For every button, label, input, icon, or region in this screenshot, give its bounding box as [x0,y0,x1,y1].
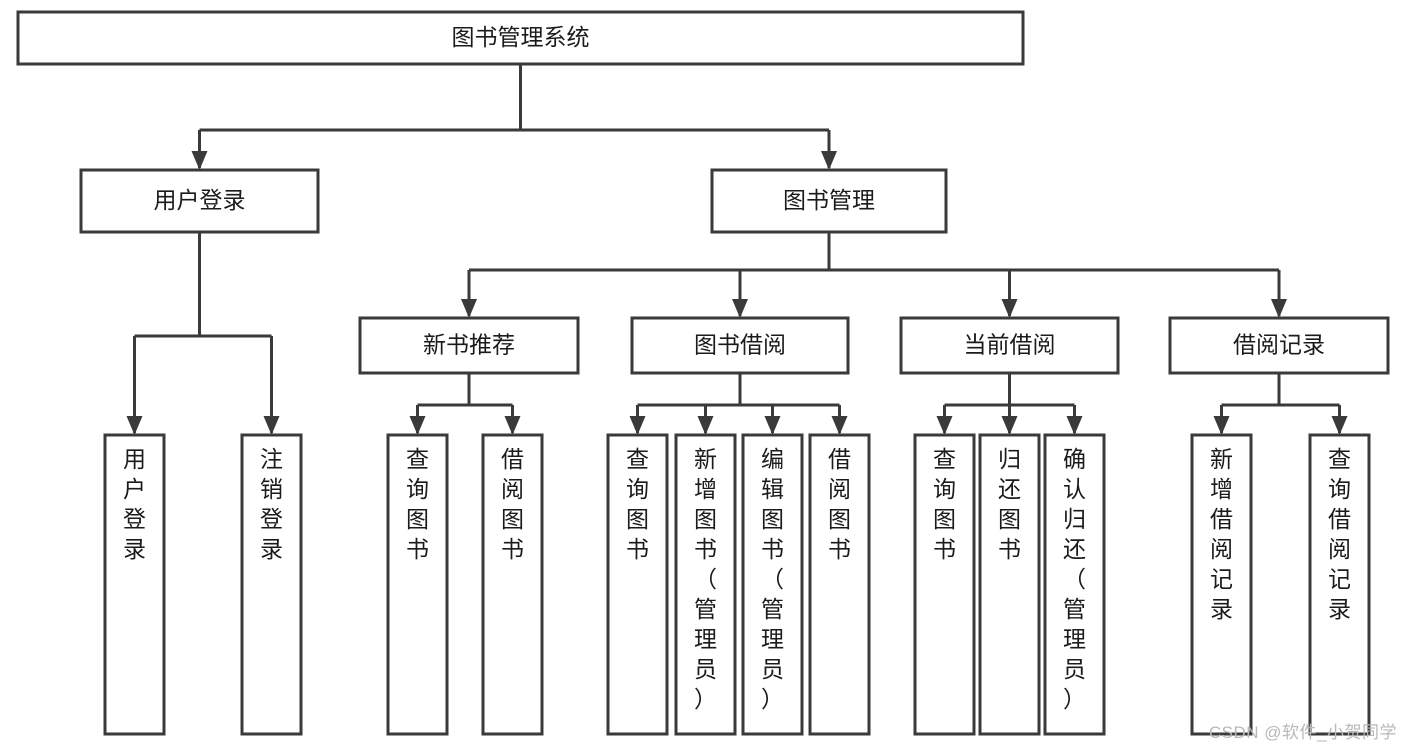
node-box [808,433,871,736]
node-add-borrow-record[interactable]: 新增借阅记录 [1190,433,1253,736]
arrow-head-icon [461,299,477,318]
node-box [1168,316,1390,375]
node-label: 查询图书 [406,446,429,562]
node-label: 新增图书（管理员） [694,446,717,712]
node-label: 图书管理 [783,187,875,213]
arrow-head-icon [191,151,208,170]
csdn-watermark: CSDN @软件_小贺同学 [1208,723,1397,742]
node-label: 查询借阅记录 [1328,446,1351,622]
node-box [1043,433,1106,736]
arrow-head-icon [1271,299,1287,318]
arrow-head-icon [831,416,848,435]
arrow-head-icon [1001,416,1018,435]
arrow-head-icon [126,416,143,435]
node-label: 新书推荐 [423,332,515,358]
node-book-borrow[interactable]: 图书借阅 [630,316,850,375]
node-label: 查询图书 [626,446,649,562]
arrow-head-icon [1066,416,1083,435]
node-confirm-return-admin[interactable]: 确认归还（管理员） [1043,433,1106,736]
node-label: 注销登录 [260,446,283,562]
node-box [710,168,948,234]
arrow-head-icon [732,299,748,318]
node-box [79,168,320,234]
node-box [674,433,737,736]
node-label: 用户登录 [154,187,246,213]
node-box [481,433,544,736]
nodes-layer: 图书管理系统用户登录用户登录注销登录图书管理新书推荐查询图书借阅图书图书借阅查询… [16,10,1390,736]
node-edit-book-admin[interactable]: 编辑图书（管理员） [741,433,804,736]
node-box [240,433,303,736]
node-user-login[interactable]: 用户登录 [79,168,320,234]
node-borrow-record[interactable]: 借阅记录 [1168,316,1390,375]
node-box [16,10,1025,66]
node-current-borrow[interactable]: 当前借阅 [899,316,1120,375]
node-label: 确认归还（管理员） [1063,446,1086,712]
node-label: 借阅记录 [1233,332,1325,358]
arrow-head-icon [697,416,714,435]
node-box [1308,433,1371,736]
node-query-book-3[interactable]: 查询图书 [913,433,976,736]
arrow-head-icon [504,416,521,435]
node-label: 图书借阅 [694,332,786,358]
arrow-head-icon [263,416,280,435]
node-box [899,316,1120,375]
arrow-head-icon [764,416,781,435]
node-add-book-admin[interactable]: 新增图书（管理员） [674,433,737,736]
node-query-book-1[interactable]: 查询图书 [386,433,449,736]
node-label: 归还图书 [998,446,1021,562]
node-box [606,433,669,736]
arrow-head-icon [1213,416,1230,435]
node-box [386,433,449,736]
node-label: 编辑图书（管理员） [761,446,784,712]
arrow-head-icon [1331,416,1348,435]
node-user-login-do[interactable]: 用户登录 [103,433,166,736]
node-return-book[interactable]: 归还图书 [978,433,1041,736]
arrow-head-icon [936,416,953,435]
arrow-head-icon [409,416,426,435]
node-label: 新增借阅记录 [1210,446,1233,622]
arrow-head-icon [629,416,646,435]
node-label: 借阅图书 [501,446,524,562]
node-label: 查询图书 [933,446,956,562]
node-label: 借阅图书 [828,446,851,562]
node-label: 图书管理系统 [452,24,590,50]
node-query-book-2[interactable]: 查询图书 [606,433,669,736]
node-box [358,316,580,375]
node-book-manage[interactable]: 图书管理 [710,168,948,234]
node-box [103,433,166,736]
node-borrow-book-2[interactable]: 借阅图书 [808,433,871,736]
node-box [913,433,976,736]
connectors-layer [126,64,1348,435]
node-label: 用户登录 [123,446,146,562]
node-root[interactable]: 图书管理系统 [16,10,1025,66]
node-box [978,433,1041,736]
node-box [630,316,850,375]
node-new-book-rec[interactable]: 新书推荐 [358,316,580,375]
arrow-head-icon [1001,299,1018,318]
node-borrow-book-1[interactable]: 借阅图书 [481,433,544,736]
node-box [741,433,804,736]
node-label: 当前借阅 [964,332,1056,358]
node-query-borrow-record[interactable]: 查询借阅记录 [1308,433,1371,736]
node-box [1190,433,1253,736]
node-user-logout[interactable]: 注销登录 [240,433,303,736]
arrow-head-icon [821,151,837,170]
